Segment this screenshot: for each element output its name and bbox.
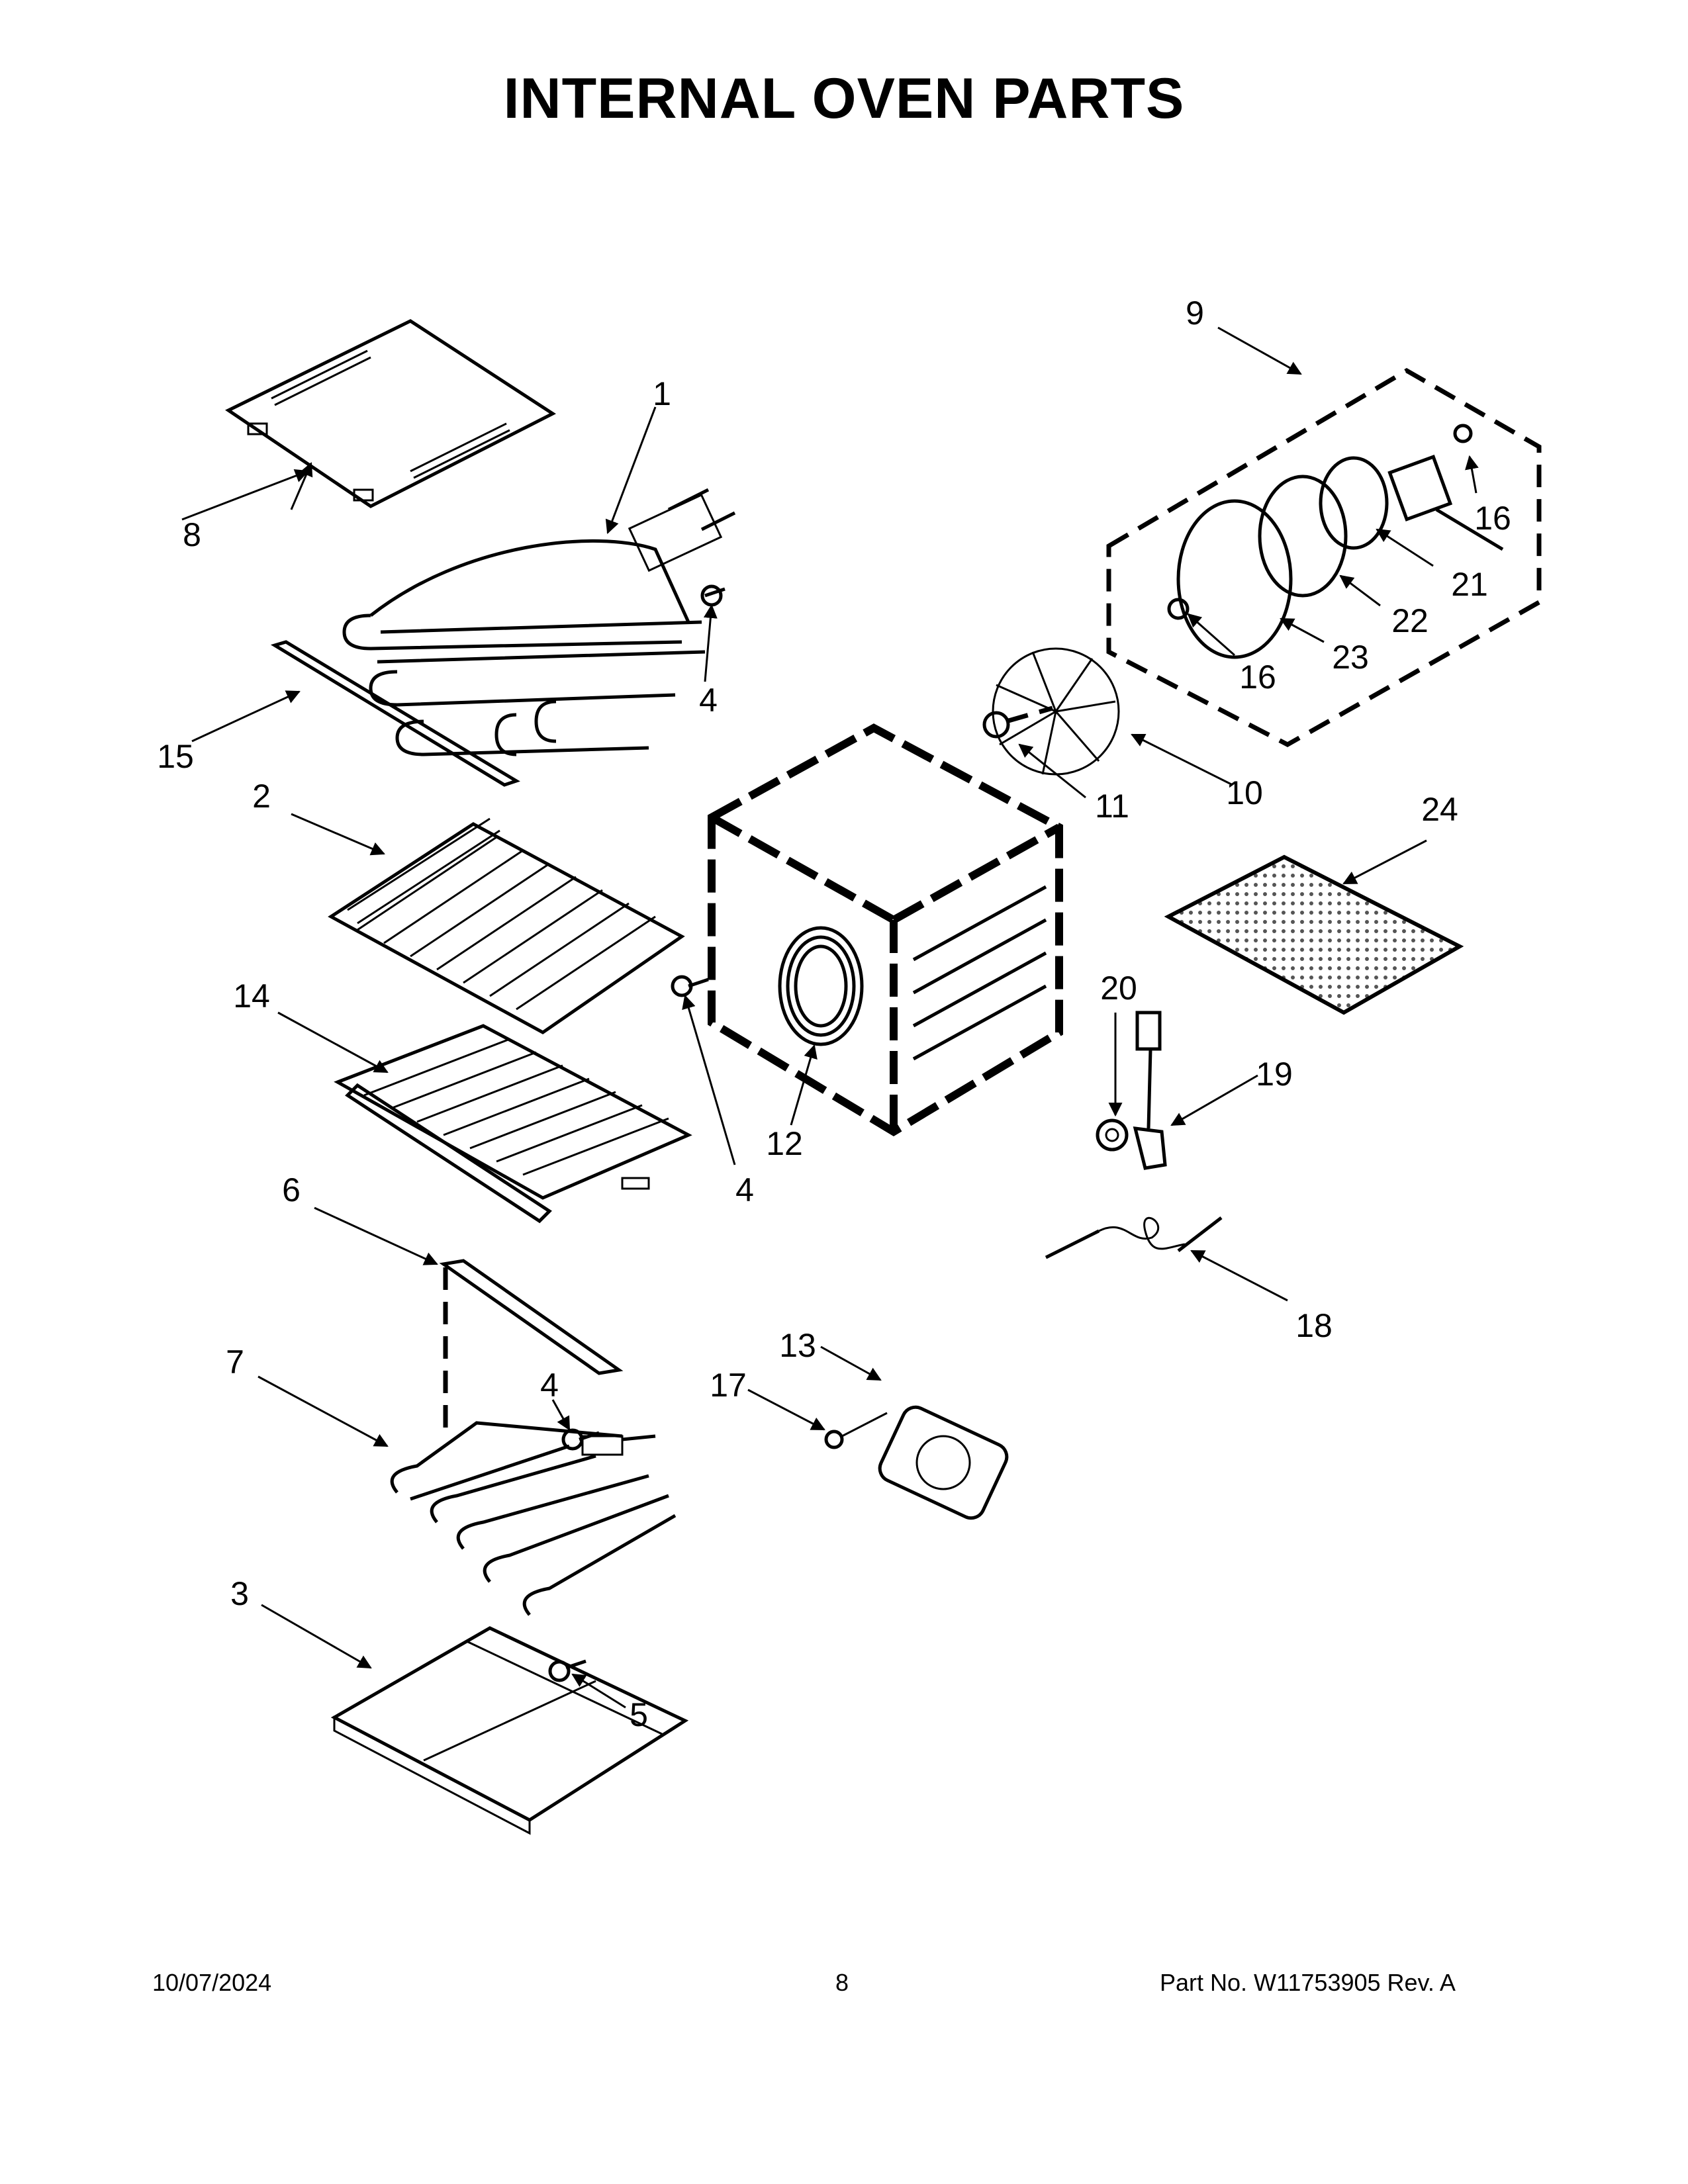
mesh-tray-part-24 [1164, 854, 1464, 1015]
callout-11: 11 [1095, 788, 1129, 825]
bottom-panel-part-3 [330, 1626, 689, 1835]
callout-16-lower: 16 [1239, 659, 1276, 696]
cooling-fan-part-13 [878, 1405, 1009, 1520]
callout-4-upper: 4 [699, 682, 718, 719]
screw-part-5 [548, 1659, 586, 1682]
convection-element-part-12 [778, 926, 864, 1046]
fan-nut-part-11 [982, 705, 1053, 739]
temperature-sensor-part-19 [1133, 1011, 1167, 1170]
callout-3: 3 [230, 1575, 249, 1612]
plate-part-21 [1319, 456, 1389, 550]
callout-13: 13 [779, 1327, 816, 1364]
motor-assembly [1387, 455, 1504, 551]
screw-part-17 [824, 1412, 888, 1449]
callout-14: 14 [233, 978, 270, 1015]
callout-6: 6 [282, 1171, 301, 1208]
callout-19: 19 [1256, 1056, 1293, 1093]
screw-part-16-upper [1453, 424, 1473, 443]
callout-4-lower: 4 [540, 1367, 559, 1404]
convection-motor-assembly-part-9 [1106, 367, 1542, 747]
screw-part-16-lower [1167, 598, 1190, 620]
footer-part-number: Part No. W11753905 Rev. A [1160, 1969, 1456, 1996]
leader-lines [181, 326, 1479, 1709]
screw-part-4-middle [671, 975, 709, 997]
footer-date: 10/07/2024 [152, 1969, 272, 1996]
fan-shroud-part-23 [1176, 499, 1293, 659]
callout-15: 15 [157, 738, 194, 775]
callout-labels: 1 8 4 15 2 14 6 7 4 3 5 4 12 9 16 21 22 … [157, 295, 1511, 1733]
rail-part-15 [270, 640, 520, 787]
callout-4-middle: 4 [735, 1171, 754, 1208]
callout-10: 10 [1226, 774, 1263, 811]
callout-9: 9 [1186, 295, 1204, 332]
callout-18: 18 [1295, 1307, 1333, 1344]
callout-17: 17 [710, 1367, 747, 1404]
callout-5: 5 [630, 1696, 648, 1733]
callout-2: 2 [252, 778, 271, 815]
oven-rack-part-2 [328, 817, 685, 1034]
footer-page-number: 8 [835, 1969, 849, 1996]
oven-cavity [708, 723, 1063, 1136]
screw-part-4-upper [700, 584, 726, 607]
callout-8: 8 [183, 516, 201, 553]
callout-23: 23 [1332, 639, 1369, 676]
callout-21: 21 [1451, 566, 1488, 603]
roller-rack-part-14 [334, 1024, 692, 1224]
broil-element-part-1 [342, 488, 736, 756]
callout-1: 1 [653, 375, 671, 412]
callout-22: 22 [1391, 602, 1429, 639]
screw-part-4-lower [561, 1428, 600, 1451]
fan-blade-part-10 [992, 647, 1120, 776]
bake-element-part-7 [390, 1421, 677, 1616]
meat-probe-part-18 [1045, 1216, 1223, 1259]
callout-24: 24 [1421, 791, 1458, 828]
callout-7: 7 [226, 1343, 244, 1381]
callout-12: 12 [766, 1125, 803, 1162]
insulation-part-22 [1258, 475, 1348, 598]
callout-16-upper: 16 [1474, 500, 1511, 537]
shield-strip-part-6 [439, 1259, 624, 1433]
top-panel-part-8 [225, 319, 556, 508]
callout-20: 20 [1100, 970, 1137, 1007]
page-title: INTERNAL OVEN PARTS [503, 67, 1185, 130]
grommet-part-20 [1096, 1118, 1129, 1152]
